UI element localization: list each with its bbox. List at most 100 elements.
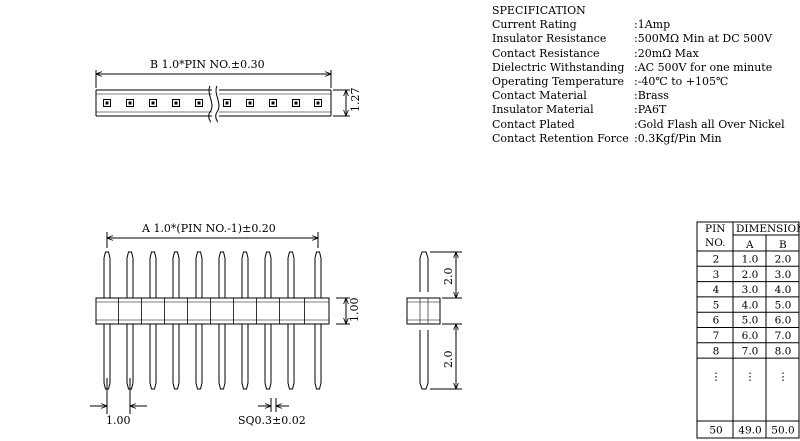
top-pin-outer <box>172 99 180 107</box>
spec-row: Contact Material :Brass <box>492 89 785 103</box>
spec-label: Contact Material <box>492 89 587 103</box>
spec-label: Dielectric Withstanding <box>492 60 625 74</box>
table-cell: 2.0 <box>775 254 792 266</box>
table-row-rules <box>697 265 799 422</box>
table-cell: 7 <box>713 330 720 342</box>
table-cell: 2.0 <box>742 269 759 281</box>
spec-value: :Gold Flash all Over Nickel <box>634 117 785 131</box>
top-pin-outer <box>269 99 277 107</box>
table-cell: 8.0 <box>775 345 792 357</box>
table-ellipsis: ⋮ <box>745 371 756 383</box>
dim-sq-label: SQ0.3±0.02 <box>238 414 306 427</box>
top-pin-outer <box>149 99 157 107</box>
spec-value: :AC 500V for one minute <box>634 60 773 74</box>
table-ellipsis: ⋮ <box>711 371 722 383</box>
spec-value: :-40℃ to +105℃ <box>634 75 729 89</box>
front-pin <box>241 251 249 390</box>
top-pin-inner <box>271 101 275 105</box>
front-view-pins <box>103 251 322 390</box>
dim-b-label: B 1.0*PIN NO.±0.30 <box>150 58 265 71</box>
spec-label: Contact Plated <box>492 117 575 131</box>
dim-pitch-label: 1.00 <box>106 414 131 427</box>
table-cell: 4.0 <box>775 284 792 296</box>
top-pin-inner <box>316 101 320 105</box>
table-header-dimension: DIMENSION <box>736 223 800 235</box>
table-header-b: B <box>779 239 787 251</box>
spec-label: Insulator Resistance <box>492 32 607 46</box>
front-pin <box>103 251 111 390</box>
table-cell: 5.0 <box>775 299 792 311</box>
table-cell: 3.0 <box>742 284 759 296</box>
table-cell: 5 <box>713 299 720 311</box>
dim-side-mid-label: 1.00 <box>348 298 361 323</box>
top-pin-outer <box>314 99 322 107</box>
table-cell: 4.0 <box>742 299 759 311</box>
table-cell: 6 <box>713 315 720 327</box>
spec-label: Current Rating <box>492 18 577 32</box>
top-pin-outer <box>103 99 111 107</box>
spec-row: Contact Resistance :20mΩ Max <box>492 47 785 61</box>
front-pin <box>287 251 295 390</box>
front-view: A 1.0*(PIN NO.-1)±0.20 1.00 SQ0.3±0.02 <box>90 222 330 427</box>
spec-row: Insulator Material :PA6T <box>492 103 785 117</box>
front-pin <box>314 251 322 390</box>
table-ellipsis: ⋮ <box>778 371 789 383</box>
dim-height-label: 1.27 <box>349 88 362 113</box>
table-cell: 4 <box>713 284 720 296</box>
top-view-pins <box>103 99 322 107</box>
top-pin-outer <box>126 99 134 107</box>
front-view-housing-dividers <box>118 298 305 324</box>
table-cell: 2 <box>713 254 720 266</box>
spec-label: Insulator Material <box>492 103 594 117</box>
front-pin <box>172 251 180 390</box>
spec-row: Dielectric Withstanding :AC 500V for one … <box>492 61 785 75</box>
dimension-table: PIN NO. DIMENSION A B 2 1.0 2.0 3 2.0 3.0 4 3.0… <box>696 221 800 439</box>
front-pin <box>126 251 134 390</box>
front-pin <box>149 251 157 390</box>
table-cell: 6.0 <box>742 330 759 342</box>
table-cell: 3 <box>713 269 720 281</box>
table-header-pin: PIN <box>705 223 725 235</box>
top-pin-inner <box>225 101 229 105</box>
spec-label: Contact Resistance <box>492 46 600 60</box>
table-cell: 3.0 <box>775 269 792 281</box>
spec-value: :0.3Kgf/Pin Min <box>634 131 722 145</box>
dim-a-label: A 1.0*(PIN NO.-1)±0.20 <box>141 222 276 235</box>
top-view: B 1.0*PIN NO.±0.30 1.27 <box>95 58 362 123</box>
front-pin <box>218 251 226 390</box>
spec-row: Operating Temperature :-40℃ to +105℃ <box>492 75 785 89</box>
table-cell: 8 <box>713 345 720 357</box>
top-pin-inner <box>174 101 178 105</box>
top-pin-inner <box>128 101 132 105</box>
table-cell: 1.0 <box>742 254 759 266</box>
spec-row: Contact Plated :Gold Flash all Over Nicke… <box>492 118 785 132</box>
spec-row: Current Rating:1Amp <box>492 18 785 32</box>
spec-value: :PA6T <box>634 103 667 117</box>
top-pin-outer <box>223 99 231 107</box>
spec-value: :500MΩ Min at DC 500V <box>634 32 773 46</box>
spec-label: Operating Temperature <box>492 75 625 89</box>
table-cell-last: 49.0 <box>738 425 761 437</box>
specification-title: SPECIFICATION <box>492 4 586 17</box>
spec-value: :Brass <box>634 89 669 103</box>
front-pin <box>264 251 272 390</box>
spec-value: :20mΩ Max <box>634 46 699 60</box>
top-pin-outer <box>195 99 203 107</box>
table-header-no: NO. <box>705 237 726 249</box>
spec-row: Insulator Resistance :500MΩ Min at DC 500… <box>492 32 785 46</box>
table-cell-last: 50 <box>709 425 722 437</box>
spec-row: Contact Retention Force :0.3Kgf/Pin Min <box>492 132 785 146</box>
dim-side-bottom-label: 2.0 <box>442 351 455 369</box>
table-cell: 5.0 <box>742 315 759 327</box>
top-pin-outer <box>292 99 300 107</box>
spec-label: Contact Retention Force <box>492 131 629 145</box>
dim-side-top-label: 2.0 <box>442 268 455 286</box>
table-cell-last: 50.0 <box>771 425 794 437</box>
front-pin <box>195 251 203 390</box>
table-header-a: A <box>745 239 754 251</box>
side-view: 2.0 1.00 2.0 <box>336 251 462 390</box>
table-cell: 7.0 <box>775 330 792 342</box>
